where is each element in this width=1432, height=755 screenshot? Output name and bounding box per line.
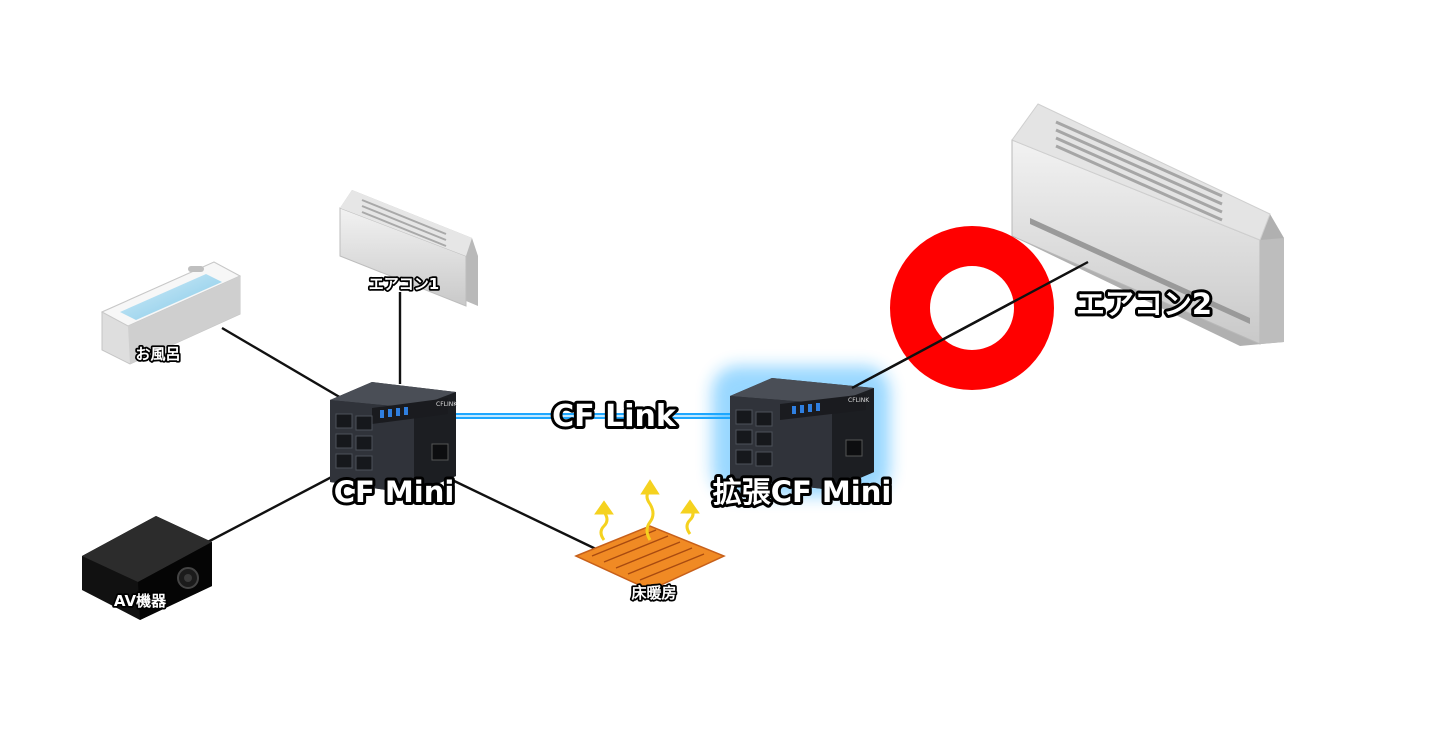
aircon2-icon bbox=[1011, 103, 1284, 346]
wire-av bbox=[201, 468, 346, 547]
highlight-ring bbox=[890, 226, 1054, 390]
aircon1-icon bbox=[339, 190, 478, 307]
bathtub-icon bbox=[100, 261, 242, 365]
wire-aircon2-over bbox=[851, 260, 1089, 390]
heat-arrows bbox=[594, 479, 700, 541]
av-label: AV機器 bbox=[114, 592, 167, 610]
svg-text:CFLINK: CFLINK bbox=[848, 397, 870, 404]
cf-mini-label: CF Mini bbox=[334, 475, 455, 509]
floor-heating-label: 床暖房 bbox=[631, 584, 676, 602]
aircon1-label: エアコン1 bbox=[369, 275, 439, 293]
floor-heating-icon bbox=[574, 479, 726, 591]
extension-cf-mini-device-icon: CFLINK bbox=[712, 366, 890, 496]
cf-mini-device-icon: CFLINK bbox=[330, 382, 458, 494]
extension-cf-mini-label: 拡張CF Mini bbox=[713, 475, 892, 509]
bath-label: お風呂 bbox=[135, 345, 180, 363]
projector-icon bbox=[82, 516, 212, 620]
cf-link-label: CF Link bbox=[552, 399, 677, 434]
wire-bath bbox=[221, 326, 349, 404]
aircon2-label: エアコン2 bbox=[1076, 287, 1212, 321]
wire-floor-heating bbox=[447, 476, 599, 552]
svg-text:CFLINK: CFLINK bbox=[436, 401, 458, 408]
